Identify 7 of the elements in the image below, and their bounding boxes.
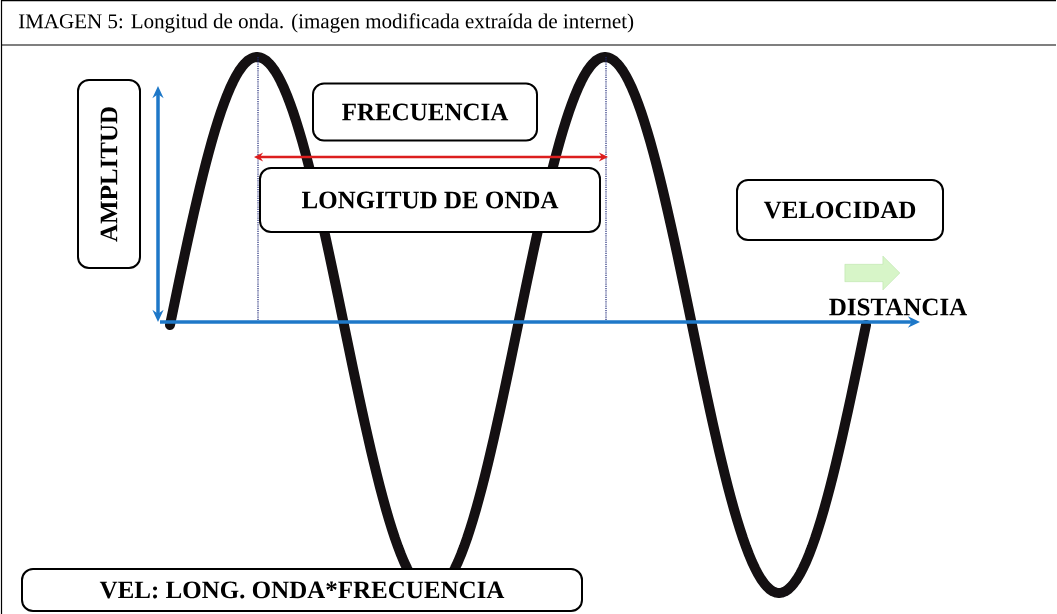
label-box: AMPLITUD [77,79,141,269]
label-box: VEL: LONG. ONDA*FRECUENCIA [21,568,583,612]
label-box: FRECUENCIA [312,82,538,142]
title: IMAGEN 5: Longitud de onda. (imagen modificada extraída de internet) [18,13,634,33]
axis-label: DISTANCIA [829,298,967,316]
label-box: LONGITUD DE ONDA [259,167,601,233]
label-box: VELOCIDAD [736,179,944,241]
